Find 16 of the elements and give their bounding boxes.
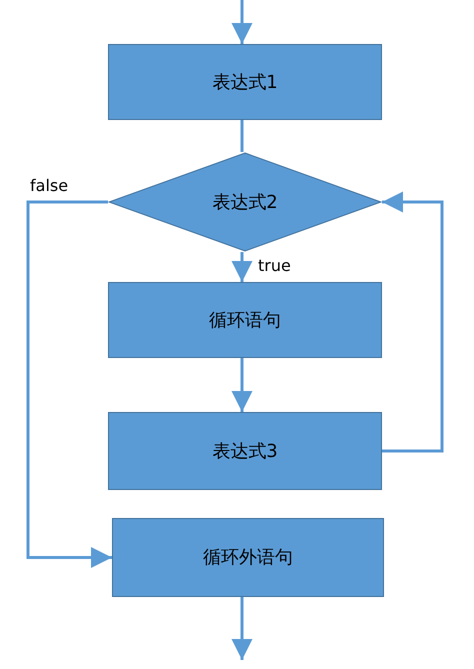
node-text: 表达式1 [212, 70, 278, 94]
arrow [232, 0, 252, 44]
arrow [232, 597, 252, 660]
decision-diamond [108, 152, 382, 252]
arrow [232, 358, 252, 412]
node-text: 表达式3 [212, 440, 278, 464]
arrow [382, 192, 444, 452]
node-text: 表达式2 [212, 190, 278, 214]
process-box [108, 412, 382, 490]
node-text: 循环语句 [209, 308, 281, 332]
process-box [112, 518, 384, 597]
process-box [108, 44, 382, 120]
arrow [26, 200, 112, 568]
arrow [232, 252, 252, 282]
process-box [108, 282, 382, 358]
node-text: 循环外语句 [203, 546, 293, 570]
